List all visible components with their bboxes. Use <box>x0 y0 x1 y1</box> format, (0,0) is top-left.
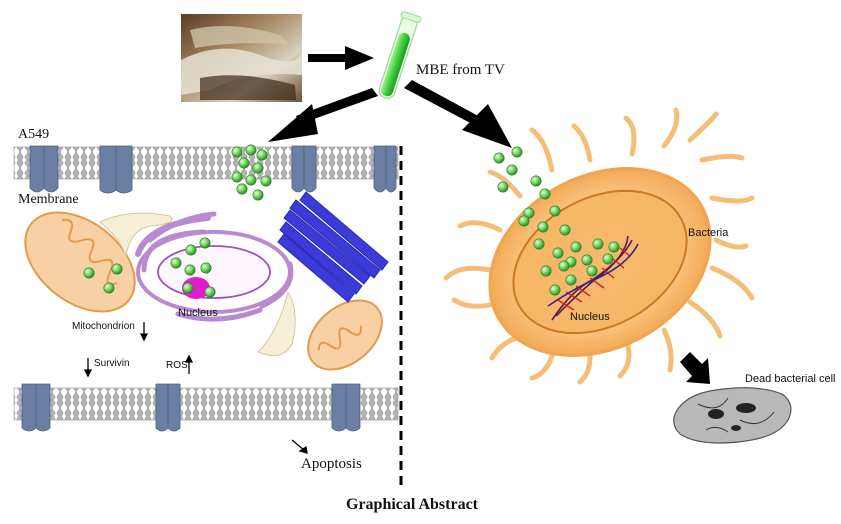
ros-label: ROS <box>166 360 188 371</box>
ros-regulation-arrow <box>184 354 194 374</box>
mbe-particle <box>497 181 509 193</box>
bacteria-label: Bacteria <box>688 227 729 239</box>
mbe-particle <box>549 205 561 217</box>
mbe-particle <box>83 267 95 279</box>
a549-label: A549 <box>18 127 50 142</box>
mbe-particle <box>511 146 523 158</box>
survivin-label: Survivin <box>94 358 130 369</box>
caption: Graphical Abstract <box>346 496 478 513</box>
mbe-particle <box>256 149 268 161</box>
cell-nucleus-label: Nucleus <box>178 307 218 319</box>
mbe-particle <box>245 144 257 156</box>
bacteria-nucleus-label: Nucleus <box>570 311 610 323</box>
survivin-regulation-arrow <box>83 358 93 378</box>
mbe-particle <box>252 162 264 174</box>
mbe-label: MBE from TV <box>416 62 505 78</box>
mbe-particle <box>231 171 243 183</box>
mbe-particle <box>549 284 561 296</box>
arrow-photo-to-tube <box>308 46 374 70</box>
mbe-particle <box>570 241 582 253</box>
channel-proteins <box>21 145 397 432</box>
mbe-particle <box>231 146 243 158</box>
mbe-particle <box>533 238 545 250</box>
nucleus-core <box>182 277 210 299</box>
mbe-particle <box>537 221 549 233</box>
mbe-particle <box>586 265 598 277</box>
mbe-particle <box>185 244 197 256</box>
golgi-nucleus-envelope <box>135 211 294 322</box>
apoptosis-label: Apoptosis <box>301 456 362 472</box>
bacteria-body <box>488 167 712 357</box>
endoplasmic-reticulum <box>277 191 389 303</box>
mbe-particle <box>111 263 123 275</box>
mbe-particle <box>103 282 115 294</box>
mbe-particle <box>558 260 570 272</box>
mbe-particle <box>539 188 551 200</box>
mbe-particle <box>608 241 620 253</box>
mbe-particle <box>236 183 248 195</box>
mitochondrion-right <box>307 299 383 371</box>
mbe-particle <box>199 237 211 249</box>
bacteria-flagella <box>443 107 755 385</box>
mbe-particle <box>245 174 257 186</box>
mitochondrion-regulation-arrow <box>139 322 149 342</box>
mbe-particle <box>552 247 564 259</box>
mbe-particle <box>260 175 272 187</box>
dead-bacterial-cell <box>673 387 792 444</box>
mbe-particle <box>592 238 604 250</box>
mbe-particle <box>252 189 264 201</box>
arrow-to-a549 <box>268 88 378 142</box>
mbe-particle <box>518 215 530 227</box>
mbe-particle <box>581 254 593 266</box>
trametes-photo <box>181 14 302 102</box>
mbe-particles <box>83 144 620 298</box>
vesicles <box>99 212 296 357</box>
mbe-particle <box>559 224 571 236</box>
mbe-particle <box>238 157 250 169</box>
apoptosis-arrow <box>291 439 308 454</box>
mbe-particle <box>182 282 194 294</box>
mbe-particle <box>184 264 196 276</box>
dead-cell-label: Dead bacterial cell <box>745 373 836 385</box>
mbe-particle <box>204 286 216 298</box>
test-tube-icon <box>378 11 422 99</box>
mbe-particle <box>523 207 535 219</box>
mbe-particle <box>506 164 518 176</box>
mbe-particle <box>493 152 505 164</box>
mbe-particle <box>200 262 212 274</box>
mbe-particle <box>170 257 182 269</box>
mbe-particle <box>540 265 552 277</box>
membrane-label: Membrane <box>18 192 79 207</box>
arrow-to-bacteria <box>404 80 512 148</box>
arrow-to-dead-cell <box>680 352 710 384</box>
mbe-particle <box>565 274 577 286</box>
mbe-particle <box>530 175 542 187</box>
bacterial-dna <box>547 235 639 321</box>
mbe-particle <box>602 253 614 265</box>
mitochondrion-label: Mitochondrion <box>72 321 135 332</box>
membrane-top <box>13 146 399 180</box>
